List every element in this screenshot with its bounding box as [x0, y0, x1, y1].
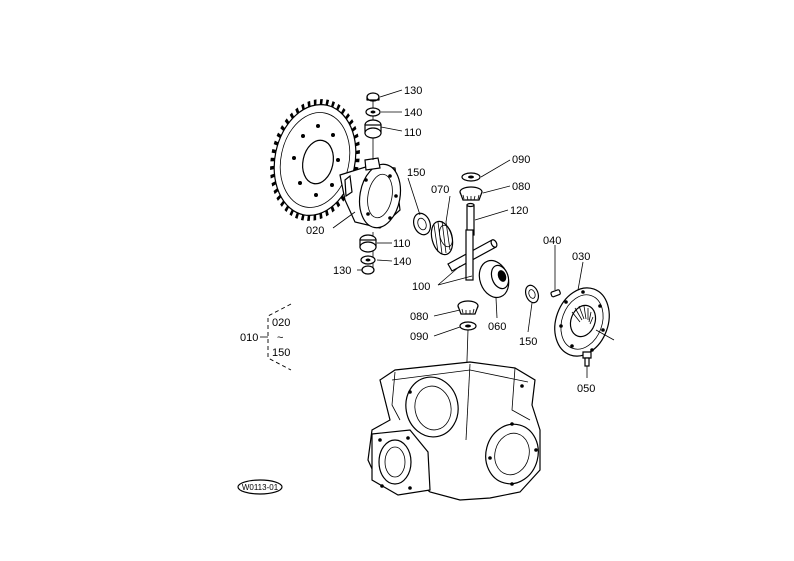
- thrust-washer-150-left: [412, 212, 432, 236]
- axle-housing: [367, 361, 541, 501]
- gear-tooth: [289, 112, 295, 119]
- bolt-050: [582, 351, 592, 367]
- gear-tooth: [330, 205, 335, 213]
- label-110-top: 110: [404, 127, 422, 139]
- gear-tooth: [325, 99, 330, 106]
- gear-tooth: [355, 149, 360, 155]
- label-130-bottom: 130: [333, 265, 351, 277]
- side-gear-060: [478, 259, 510, 299]
- gear-tooth: [348, 119, 354, 126]
- gear-tooth: [313, 214, 317, 221]
- gear-tooth: [276, 132, 282, 139]
- pinion-washer-090-bottom: [459, 321, 477, 331]
- drawing-number-logo: W0113-01: [237, 479, 283, 495]
- gear-tooth: [273, 140, 279, 146]
- lower-nut-130: [361, 265, 375, 275]
- drawing-number-text: W0113-01: [242, 483, 279, 492]
- gear-tooth: [284, 205, 290, 212]
- gear-tooth: [351, 125, 357, 132]
- gear-tooth: [276, 194, 282, 201]
- pinion-gear-080-top: [459, 186, 483, 201]
- label-070: 070: [431, 184, 449, 196]
- label-130-top: 130: [404, 85, 422, 97]
- gear-tooth: [289, 209, 294, 216]
- gear-tooth: [313, 99, 317, 106]
- label-040: 040: [543, 235, 561, 247]
- gear-tooth: [307, 215, 311, 221]
- label-080-bottom: 080: [410, 311, 428, 323]
- group-tilde: ~: [277, 332, 283, 344]
- gear-tooth: [355, 141, 360, 147]
- gear-tooth: [271, 181, 277, 187]
- label-140-top: 140: [404, 107, 422, 119]
- leader-lines: [332, 89, 588, 378]
- gear-tooth: [340, 195, 346, 202]
- label-090-bottom: 090: [410, 331, 428, 343]
- label-100: 100: [412, 281, 430, 293]
- group-bracket: [260, 303, 292, 371]
- lower-bearing-110: [359, 234, 377, 253]
- label-020-group: 020: [272, 317, 290, 329]
- gear-tooth: [301, 103, 305, 111]
- label-140-bottom: 140: [393, 256, 411, 268]
- gear-tooth: [280, 200, 285, 207]
- label-050: 050: [577, 383, 595, 395]
- label-020: 020: [306, 225, 324, 237]
- top-bearing-110: [364, 119, 382, 139]
- gear-tooth: [319, 99, 323, 105]
- thrust-washer-150-right: [524, 284, 540, 304]
- differential-case: [339, 157, 402, 229]
- top-nut-130: [366, 92, 380, 102]
- gear-tooth: [273, 188, 279, 195]
- gear-tooth: [307, 100, 311, 108]
- cross-shaft-100: [447, 229, 498, 281]
- label-010: 010: [240, 332, 258, 344]
- gear-tooth: [335, 201, 341, 208]
- label-080-top: 080: [512, 181, 530, 193]
- gear-tooth: [319, 212, 323, 220]
- side-gear-070: [430, 220, 454, 256]
- ring-gear: [270, 99, 360, 221]
- label-090-top: 090: [512, 154, 530, 166]
- gear-tooth: [270, 157, 275, 162]
- gear-tooth: [295, 107, 300, 115]
- gear-tooth: [271, 149, 277, 154]
- cover-030: [554, 287, 610, 357]
- gear-tooth: [336, 104, 341, 111]
- gear-tooth: [300, 214, 305, 221]
- label-150-left: 150: [407, 167, 425, 179]
- pinion-gear-080-bottom: [457, 300, 479, 315]
- gear-tooth: [353, 133, 359, 139]
- gear-tooth: [294, 212, 300, 219]
- pin-040: [550, 289, 561, 298]
- gear-tooth: [325, 209, 329, 217]
- ring-gear-teeth: [270, 99, 360, 221]
- label-120: 120: [510, 205, 528, 217]
- gear-tooth: [355, 158, 360, 163]
- gear-tooth: [270, 165, 275, 171]
- top-washer-140: [365, 107, 381, 117]
- gear-tooth: [345, 113, 350, 120]
- pinion-washer-090-top: [461, 172, 481, 182]
- gear-tooth: [280, 125, 286, 132]
- gear-tooth: [330, 101, 336, 108]
- lower-washer-140: [360, 255, 376, 265]
- gear-tooth: [284, 118, 290, 125]
- label-060: 060: [488, 321, 506, 333]
- label-150-group: 150: [272, 347, 290, 359]
- label-030: 030: [572, 251, 590, 263]
- gear-tooth: [340, 108, 346, 115]
- label-150-right: 150: [519, 336, 537, 348]
- label-110-bottom: 110: [393, 238, 411, 250]
- gear-tooth: [270, 173, 275, 179]
